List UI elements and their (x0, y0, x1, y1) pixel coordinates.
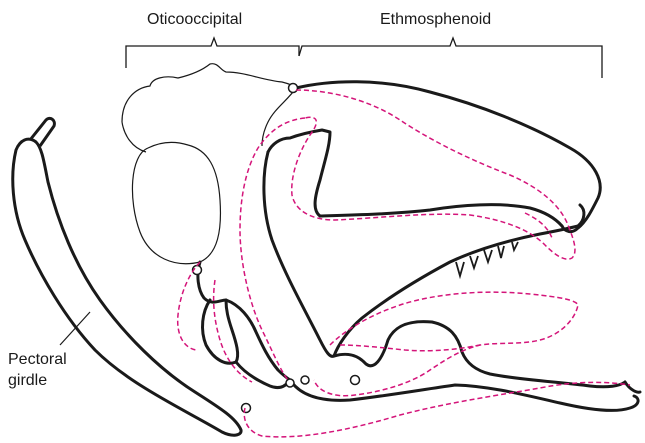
mandible-upper (334, 322, 625, 387)
otic-capsule-outline (122, 64, 296, 122)
mandible-tip (625, 382, 640, 392)
otic-capsule (132, 142, 220, 263)
joint-circle (242, 404, 251, 413)
joint-circle (301, 376, 309, 384)
hyomandibula (198, 262, 290, 380)
joint-circle (286, 379, 294, 387)
ethmosphenoid-bracket (299, 38, 602, 78)
ethmosphenoid-label: Ethmosphenoid (380, 10, 491, 30)
oticooccipital-label: Oticooccipital (147, 10, 242, 30)
joint-circle (351, 376, 360, 385)
pectoral-girdle-label-line1: Pectoral (8, 350, 67, 370)
pterygoid-strut (264, 152, 334, 356)
ceratohyal (203, 300, 238, 363)
joint-circle (289, 84, 298, 93)
pectoral-girdle-label-line2: girdle (8, 371, 47, 391)
dorsal-cranium (296, 82, 600, 232)
